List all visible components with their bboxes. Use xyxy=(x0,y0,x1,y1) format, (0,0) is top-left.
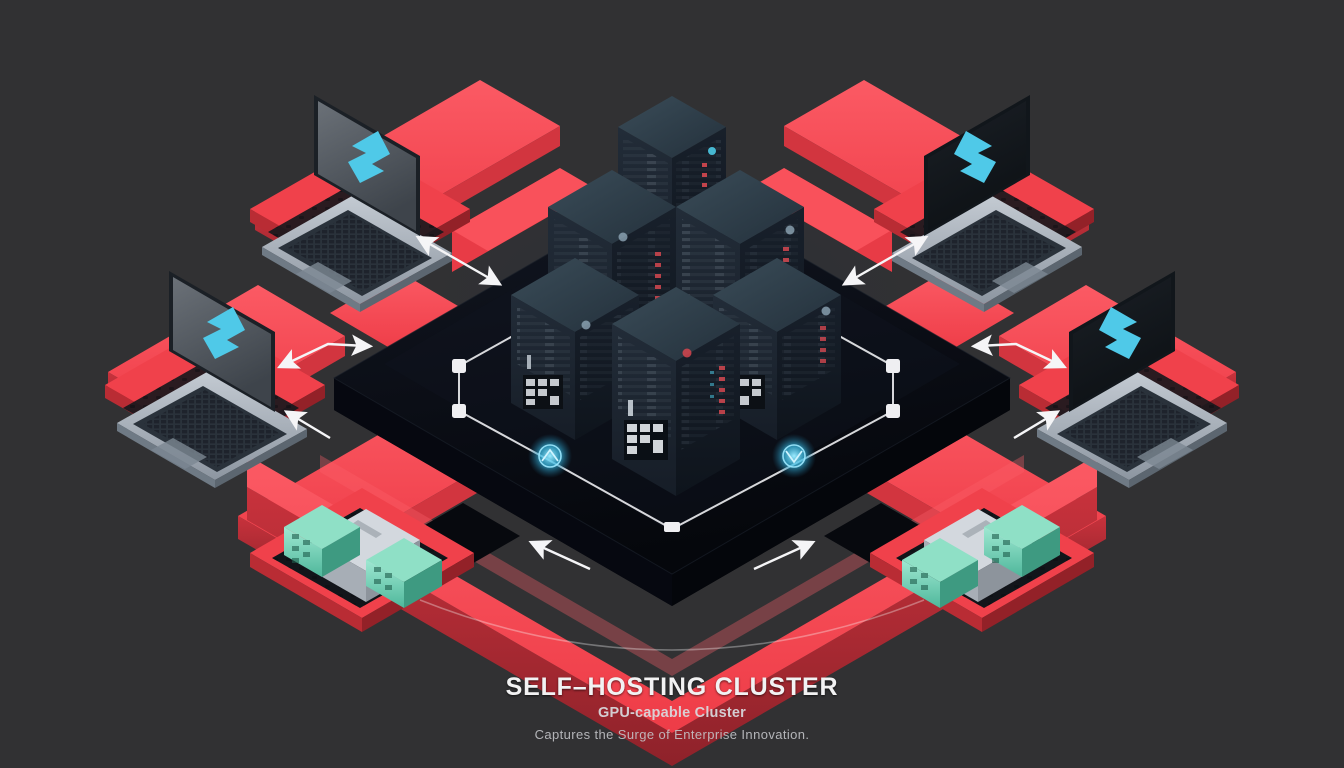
laptop-screen-logo-icon xyxy=(1099,307,1141,359)
lower-sweep-line xyxy=(419,599,925,651)
storage-network-unit-left[interactable] xyxy=(250,488,474,632)
client-laptop-top-right[interactable] xyxy=(874,95,1094,312)
arrow-top-right xyxy=(841,235,929,286)
arrow-top-left xyxy=(415,235,503,286)
flow-arrows xyxy=(276,235,1068,571)
laptop-screen-logo-icon xyxy=(954,131,996,183)
laptop-screen-logo-icon xyxy=(348,131,390,183)
arrow-mid-right xyxy=(970,334,1068,369)
glow-node-left[interactable] xyxy=(528,434,572,478)
server-rack-front-center[interactable] xyxy=(612,287,740,496)
client-laptop-mid-right[interactable] xyxy=(1019,271,1239,488)
platform-link-nodes[interactable] xyxy=(452,359,900,532)
arrow-left-up xyxy=(283,410,331,440)
arrow-right-up xyxy=(1013,410,1061,440)
arrow-bottom-left xyxy=(528,540,591,571)
arrow-bottom-right xyxy=(753,540,816,571)
client-laptop-mid-left[interactable] xyxy=(105,271,325,488)
client-laptop-top-left[interactable] xyxy=(250,95,470,312)
laptop-screen-logo-icon xyxy=(203,307,245,359)
storage-network-unit-right[interactable] xyxy=(870,488,1094,632)
glow-node-right[interactable] xyxy=(772,434,816,478)
arrow-mid-left xyxy=(276,334,374,369)
